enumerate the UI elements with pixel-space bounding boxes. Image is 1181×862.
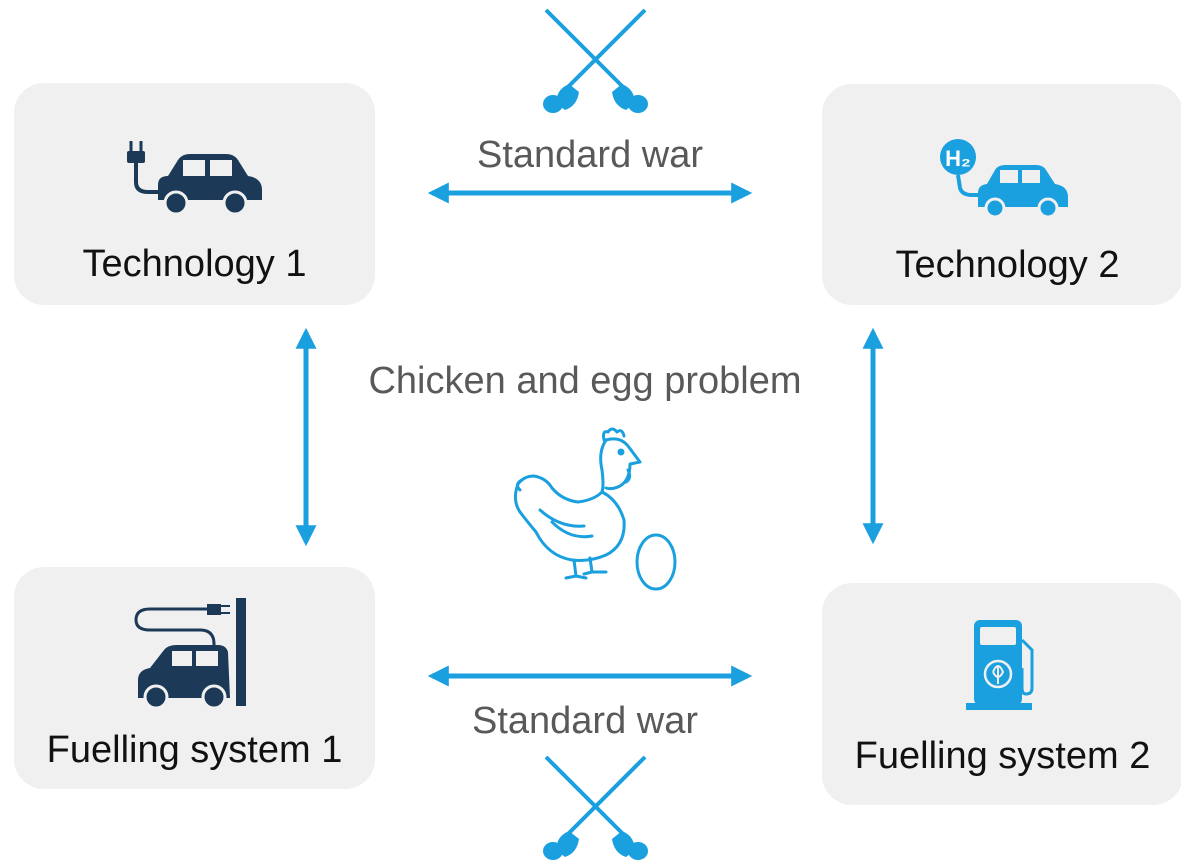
chicken-and-egg-icon [513,427,677,591]
node-label: Fuelling system 2 [854,735,1151,777]
crossed-swords-icon [543,8,648,113]
fuel-pump-icon [966,620,1034,710]
electric-car-icon [127,141,262,216]
edge-label-center: Chicken and egg problem [368,360,802,402]
charging-station-icon [134,598,246,710]
node-label: Technology 1 [82,243,307,285]
node-label: Fuelling system 1 [46,729,343,771]
node-label: Technology 2 [895,244,1120,286]
hydrogen-car-icon [940,139,1068,219]
edge-label-bottom: Standard war [471,700,698,742]
hydrogen-badge-text: H₂ [945,146,971,171]
edge-label-top: Standard war [476,134,703,176]
crossed-swords-icon [543,755,648,860]
node-technology-2: Technology 2 [822,84,1181,305]
node-technology-1: Technology 1 [14,83,375,305]
